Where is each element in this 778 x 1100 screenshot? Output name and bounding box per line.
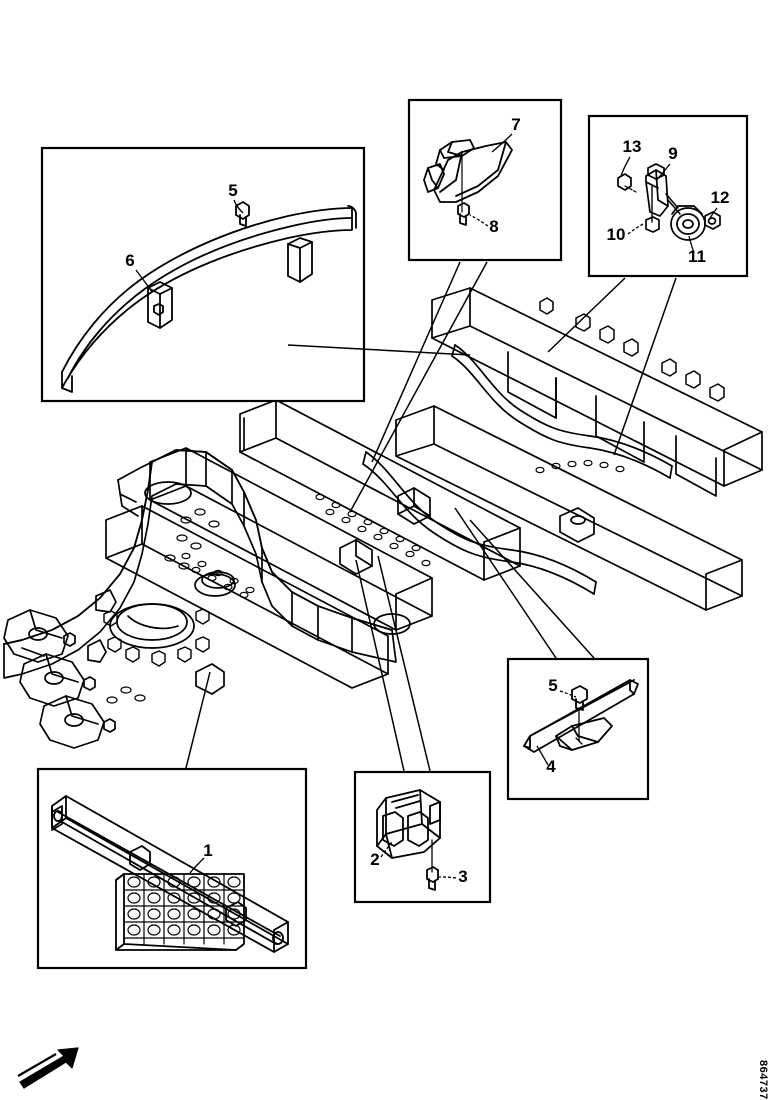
- callout-label-10: 10: [607, 225, 626, 244]
- chassis-frame-assembly: [3, 287, 763, 749]
- turntable-bore: [109, 603, 195, 649]
- leader-lines: [185, 261, 677, 772]
- callout-label-3: 3: [458, 867, 467, 886]
- callout-group-box-crossmember: 5 4: [536, 676, 577, 776]
- leader-bracket-3: [377, 555, 431, 772]
- callout-label-7: 7: [511, 115, 520, 134]
- callout-label-9: 9: [668, 144, 677, 163]
- leader-bolt-8: [349, 261, 488, 513]
- callout-label-2: 2: [370, 850, 379, 869]
- forward-direction-arrow: [17, 1047, 79, 1089]
- callout-group-box-rail: 5 6: [125, 181, 244, 293]
- detail-box-hardware-cluster: 13 9 10 11 12: [587, 114, 749, 278]
- callout-label-8: 8: [489, 217, 498, 236]
- callout-group-box-seven: 7 8: [469, 115, 521, 236]
- rail-bolt-heads: [539, 297, 725, 402]
- leader-bracket-7: [371, 261, 461, 463]
- callout-group-box-beam: 1: [189, 841, 213, 874]
- detail-box-bracket-seven: 7 8: [407, 98, 563, 262]
- detail-box-curved-rail: 5 6: [40, 146, 366, 403]
- callout-group-box-bracket-two: 2 3: [370, 841, 468, 886]
- callout-label-11: 11: [688, 247, 706, 266]
- turntable-flange-bolts: [103, 608, 210, 667]
- detail-box-crossmember: 5 4: [506, 657, 650, 801]
- leader-crossmember-4: [454, 507, 557, 659]
- leader-beam-1: [185, 671, 211, 769]
- carrier-bolt-holes: [106, 508, 220, 704]
- callout-label-6: 6: [125, 251, 134, 270]
- callout-label-5b: 5: [548, 676, 557, 695]
- leader-cluster-a: [547, 277, 626, 353]
- leader-bracket-2: [355, 559, 405, 772]
- frame-bolt-holes: [181, 459, 625, 599]
- leader-rail-6: [287, 344, 471, 356]
- detail-box-bumper-beam: 1: [36, 767, 308, 970]
- suspension-mount-fingers: [3, 609, 116, 749]
- callout-label-5a: 5: [228, 181, 237, 200]
- detail-box-bracket-two: 2 3: [353, 770, 492, 904]
- callout-label-12: 12: [711, 188, 730, 207]
- drawing-number: 864737: [757, 1060, 769, 1100]
- callout-label-4: 4: [546, 757, 556, 776]
- callout-group-box-cluster: 13 9 10 11 12: [607, 137, 730, 266]
- callout-label-13: 13: [623, 137, 642, 156]
- leader-crossmember-4b: [469, 519, 595, 659]
- leader-cluster-b: [613, 277, 677, 456]
- callout-label-1: 1: [203, 841, 212, 860]
